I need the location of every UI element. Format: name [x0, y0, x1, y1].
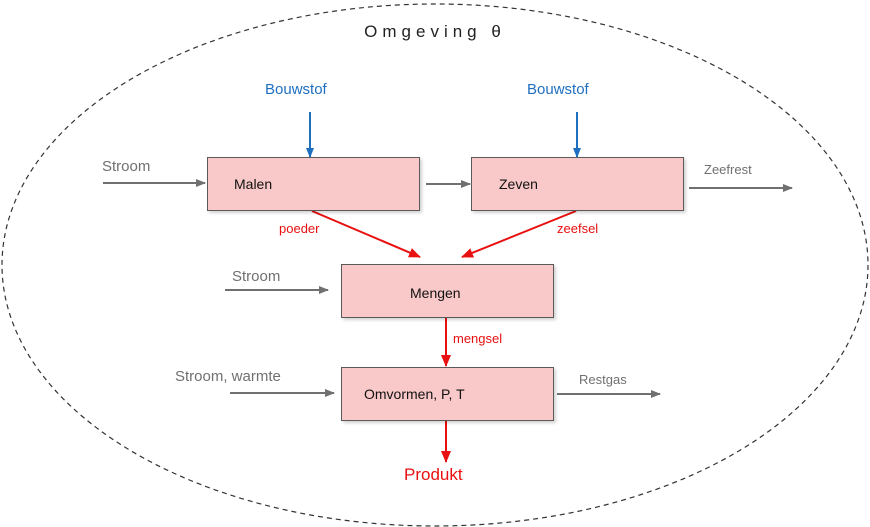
process-omvormen: Omvormen, P, T [341, 367, 554, 421]
process-malen-label: Malen [234, 176, 273, 192]
stroom-mengen-label: Stroom [232, 268, 281, 285]
zeefsel-arrow [461, 210, 577, 258]
produkt-label: Produkt [404, 465, 463, 484]
poeder-arrow [311, 210, 421, 258]
stroom-warmte-label: Stroom, warmte [175, 368, 281, 385]
environment-boundary [1, 3, 869, 527]
process-zeven-label: Zeven [499, 176, 538, 192]
mengsel-label: mengsel [453, 331, 503, 346]
poeder-label: poeder [279, 221, 320, 236]
zeefsel-label: zeefsel [557, 221, 599, 236]
process-mengen-label: Mengen [410, 285, 461, 301]
process-omvormen-label: Omvormen, P, T [364, 386, 465, 402]
process-mengen: Mengen [341, 264, 554, 318]
restgas-label: Restgas [579, 372, 627, 387]
environment-title: Omgeving θ [364, 22, 506, 41]
zeefrest-label: Zeefrest [704, 162, 752, 177]
process-malen: Malen [207, 157, 420, 211]
process-zeven: Zeven [471, 157, 684, 211]
stroom-malen-label: Stroom [102, 158, 151, 175]
bouwstof-malen-label: Bouwstof [265, 81, 327, 98]
bouwstof-zeven-label: Bouwstof [527, 81, 589, 98]
